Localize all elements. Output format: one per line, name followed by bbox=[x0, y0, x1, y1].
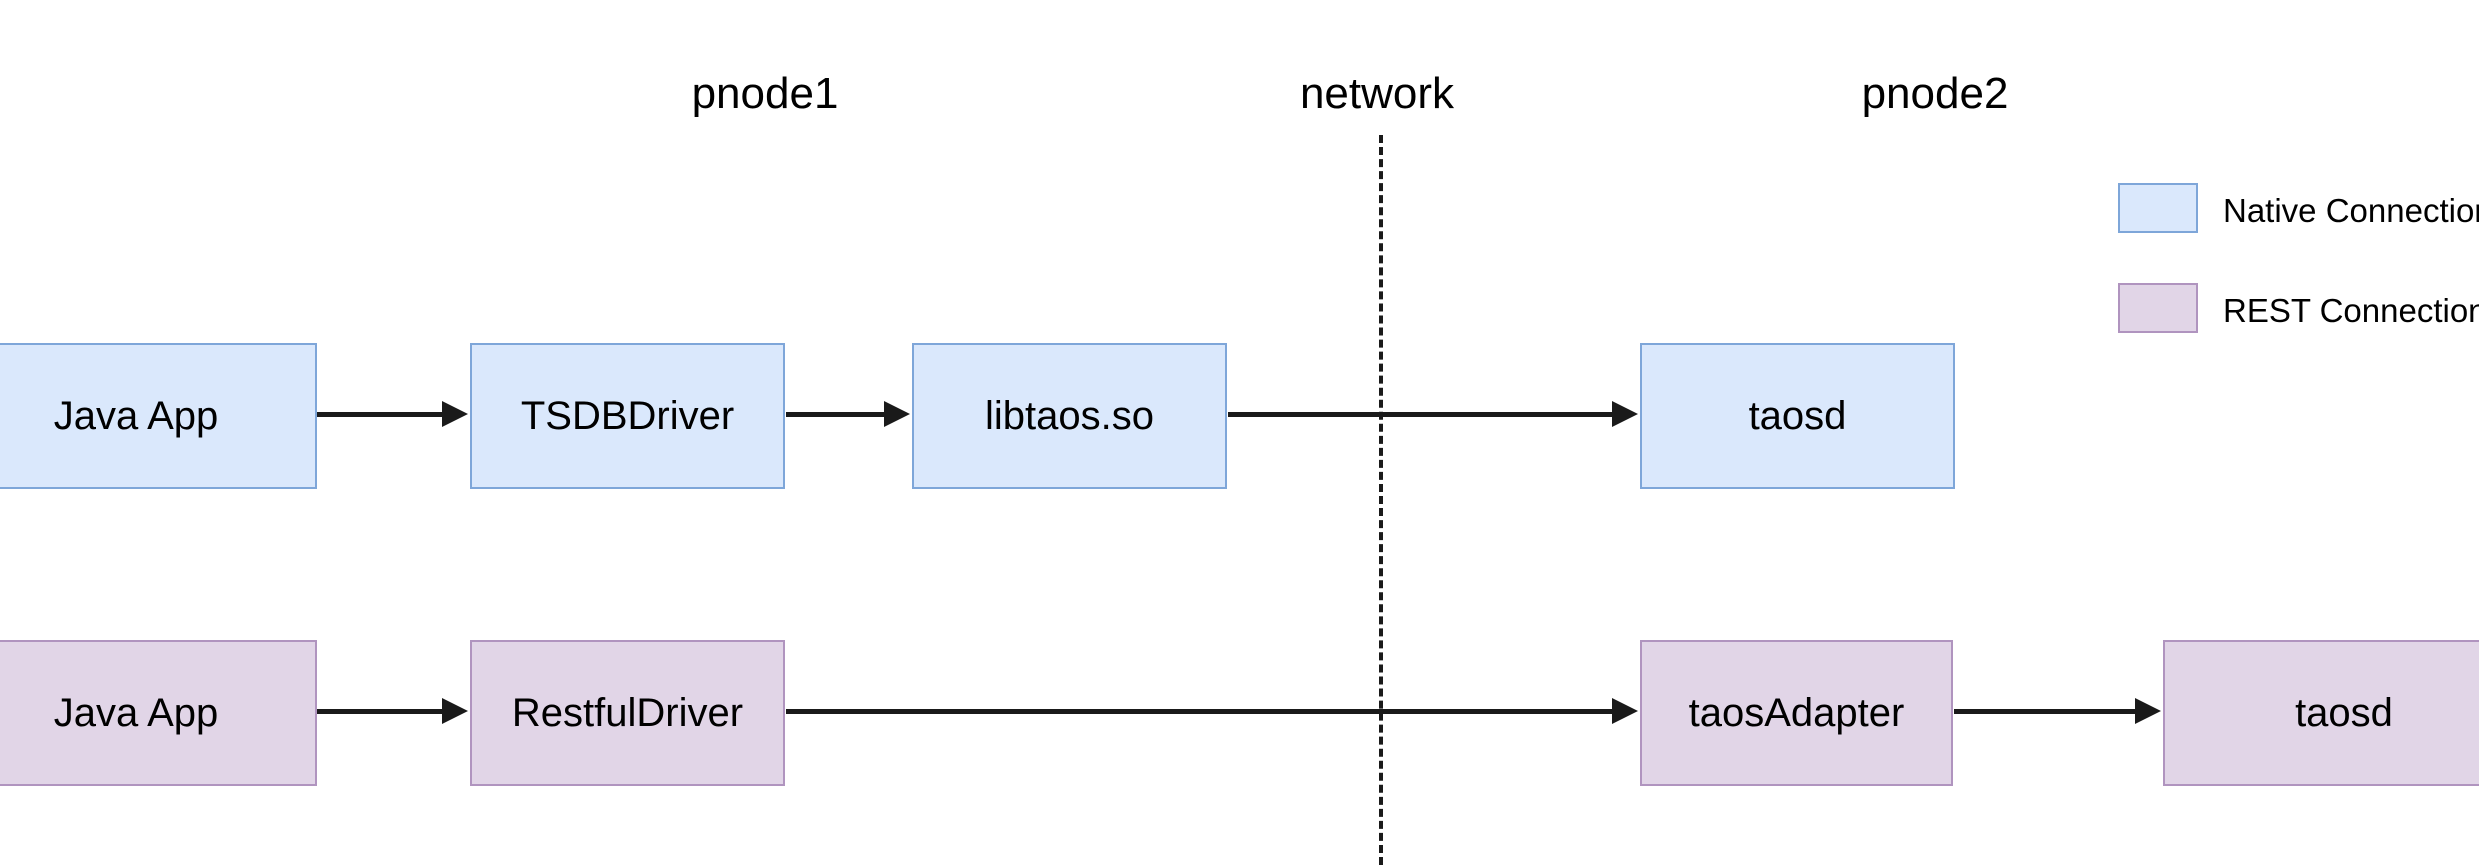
arrowhead-taosadapter-to-taosd bbox=[2135, 698, 2161, 724]
arrowhead-libtaos-to-taosd bbox=[1612, 401, 1638, 427]
arrowhead-tsdbdriver-to-libtaos bbox=[884, 401, 910, 427]
edge-taosadapter-to-taosd bbox=[1954, 709, 2135, 714]
arrowhead-restfuldriver-to-taosadapter bbox=[1612, 698, 1638, 724]
legend-label-native-connection: Native Connection bbox=[2223, 192, 2479, 229]
edge-tsdbdriver-to-libtaos bbox=[786, 412, 884, 417]
edge-restfuldriver-to-taosadapter bbox=[786, 709, 1612, 714]
node-taosd-native[interactable]: taosd bbox=[1640, 343, 1955, 489]
arrowhead-javaapp-to-restfuldriver bbox=[442, 698, 468, 724]
arrowhead-javaapp-to-tsdbdriver bbox=[442, 401, 468, 427]
node-java-app-native[interactable]: Java App bbox=[0, 343, 317, 489]
legend-swatch-rest-connection bbox=[2118, 283, 2198, 333]
legend-swatch-native-connection bbox=[2118, 183, 2198, 233]
network-divider-line bbox=[1379, 135, 1383, 865]
legend-label-rest-connection: REST Connection bbox=[2223, 292, 2479, 329]
column-label-pnode2: pnode2 bbox=[1861, 69, 2009, 118]
node-taosadapter[interactable]: taosAdapter bbox=[1640, 640, 1953, 786]
column-label-network: network bbox=[1299, 69, 1455, 118]
node-tsdbdriver[interactable]: TSDBDriver bbox=[470, 343, 785, 489]
column-label-pnode1: pnode1 bbox=[691, 69, 839, 118]
edge-libtaos-to-taosd bbox=[1228, 412, 1612, 417]
node-java-app-rest[interactable]: Java App bbox=[0, 640, 317, 786]
edge-javaapp-to-tsdbdriver bbox=[317, 412, 442, 417]
node-restfuldriver[interactable]: RestfulDriver bbox=[470, 640, 785, 786]
node-libtaos-so[interactable]: libtaos.so bbox=[912, 343, 1227, 489]
edge-javaapp-to-restfuldriver bbox=[317, 709, 442, 714]
node-taosd-rest[interactable]: taosd bbox=[2163, 640, 2479, 786]
